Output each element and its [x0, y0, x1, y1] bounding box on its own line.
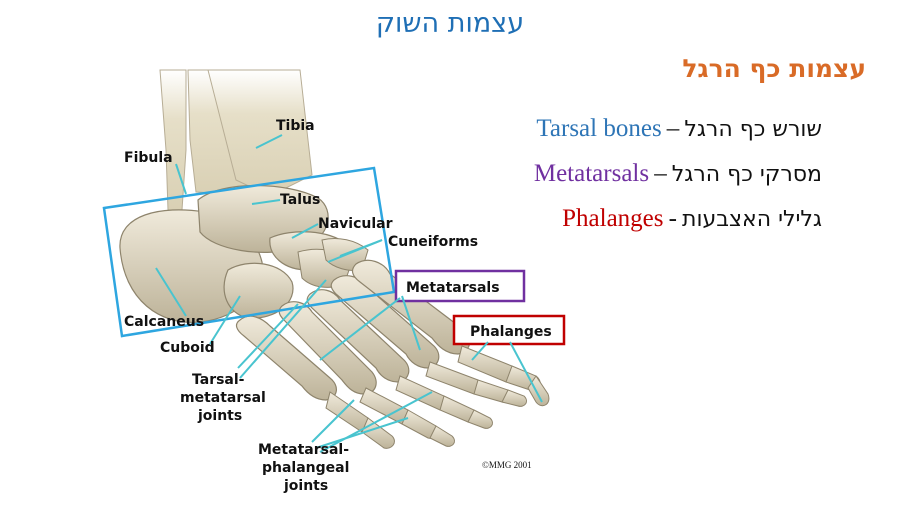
label-tarsal-metatarsal-3: joints — [197, 408, 242, 424]
term-separator: – — [654, 160, 667, 187]
copyright-text: ©MMG 2001 — [482, 460, 532, 470]
label-cuneiforms: Cuneiforms — [388, 234, 478, 250]
label-metatarsal-phalangeal-3: joints — [283, 478, 328, 494]
leg-bones — [159, 69, 313, 211]
label-cuboid: Cuboid — [160, 340, 215, 356]
label-fibula: Fibula — [124, 150, 173, 166]
term-separator: - — [668, 205, 677, 232]
phalanges-highlight-box — [452, 314, 566, 346]
term-hebrew: מסרקי כף הרגל — [671, 162, 822, 187]
term-hebrew: גלילי האצבעות — [682, 207, 822, 232]
term-english: Tarsal bones — [536, 115, 662, 142]
term-english: Phalanges — [562, 205, 664, 232]
tarsal-highlight-box — [102, 166, 396, 338]
term-separator: – — [666, 115, 680, 142]
pointer-lines — [155, 134, 543, 453]
metatarsals-highlight-box — [394, 269, 526, 303]
term-english: Metatarsals — [533, 160, 650, 187]
slide-title: עצמות השוק — [375, 8, 525, 39]
label-tarsal-metatarsal-1: Tarsal- — [192, 372, 245, 388]
label-metatarsal-phalangeal-2: phalangeal — [262, 460, 349, 476]
section-subtitle: עצמות כף הרגל — [682, 54, 866, 83]
terms-list: שורש כף הרגל – Tarsal bones מסרקי כף הרג… — [534, 112, 822, 247]
label-tarsal-metatarsal-2: metatarsal — [180, 390, 266, 406]
metatarsal-bones — [235, 259, 471, 401]
phalanx-bones — [325, 345, 550, 449]
term-metatarsals: מסרקי כף הרגל – Metatarsals — [534, 157, 822, 202]
term-tarsal: שורש כף הרגל – Tarsal bones — [534, 112, 822, 157]
term-phalanges: גלילי האצבעות - Phalanges — [534, 202, 822, 247]
term-hebrew: שורש כף הרגל — [684, 117, 822, 142]
